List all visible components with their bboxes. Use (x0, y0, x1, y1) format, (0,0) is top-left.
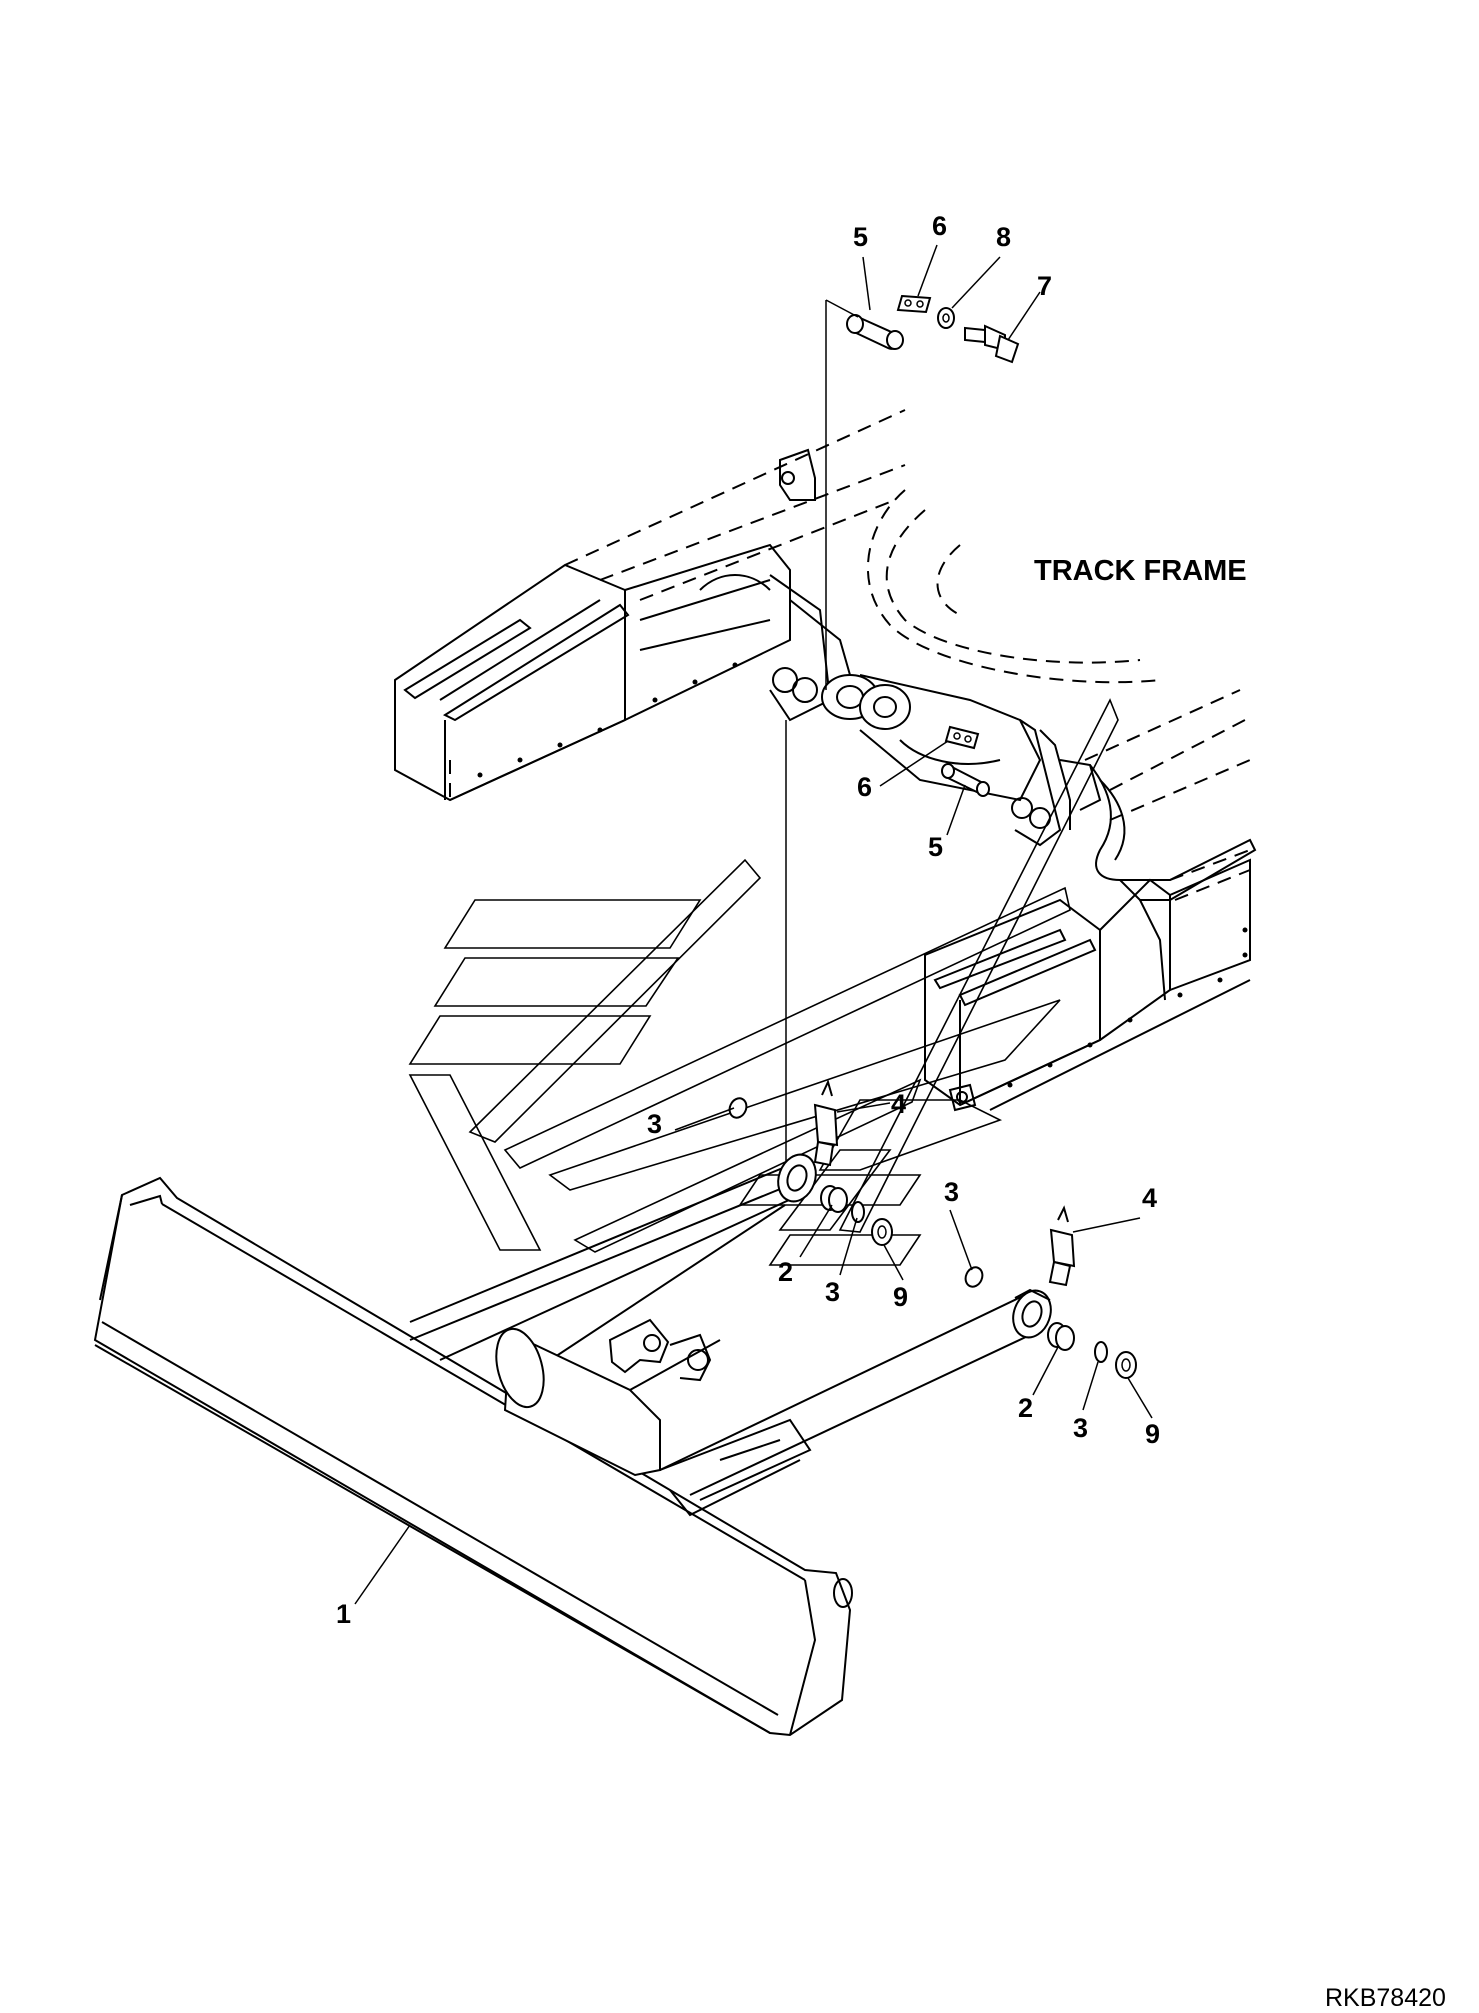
washer-8 (937, 307, 955, 329)
callout-9-b: 9 (1145, 1419, 1160, 1449)
dozer-blade (93, 1153, 1052, 1737)
washer-9-b (1115, 1351, 1137, 1379)
pin-assembly-mid (941, 725, 990, 797)
callout-4-b: 4 (1142, 1183, 1157, 1213)
callout-3-c: 3 (825, 1277, 840, 1307)
callout-4-a: 4 (891, 1089, 906, 1119)
callout-3-b: 3 (944, 1177, 959, 1207)
callout-labels: 5 6 8 7 6 5 3 4 3 2 3 9 4 2 3 9 1 (336, 211, 1160, 1629)
bolt-7 (964, 324, 1020, 364)
grease-fitting-4-a (813, 1079, 839, 1167)
rivets (477, 662, 1248, 1088)
callout-8: 8 (996, 222, 1011, 252)
drawing-reference-code: RKB78420 (1325, 1984, 1446, 2008)
o-ring-3-b (964, 1266, 984, 1288)
pin-assembly-top (785, 294, 1020, 1165)
callout-9-a: 9 (893, 1282, 908, 1312)
callout-1: 1 (336, 1599, 351, 1629)
lock-plate-6-top (896, 294, 932, 314)
bushing-2-a (820, 1185, 848, 1213)
callout-3-d: 3 (1073, 1413, 1088, 1443)
callout-2-a: 2 (778, 1257, 793, 1287)
pin-5-top (846, 314, 904, 350)
grease-fitting-4-b (1048, 1205, 1076, 1287)
callout-6-mid: 6 (857, 772, 872, 802)
callout-7: 7 (1037, 271, 1052, 301)
callout-5-top: 5 (853, 222, 868, 252)
o-ring-3-c (851, 1201, 865, 1223)
leader-lines (354, 244, 1153, 1605)
track-frame-label: TRACK FRAME (1034, 555, 1247, 587)
callout-6-top: 6 (932, 211, 947, 241)
watermark-logo (408, 698, 1119, 1266)
track-frame (394, 409, 1257, 1112)
callout-5-mid: 5 (928, 832, 943, 862)
callout-3-a: 3 (647, 1109, 662, 1139)
washer-9-a (871, 1218, 893, 1246)
o-ring-3-a (728, 1097, 748, 1119)
bushing-2-b (1047, 1322, 1075, 1351)
o-ring-3-d (1094, 1341, 1108, 1363)
callout-2-b: 2 (1018, 1393, 1033, 1423)
